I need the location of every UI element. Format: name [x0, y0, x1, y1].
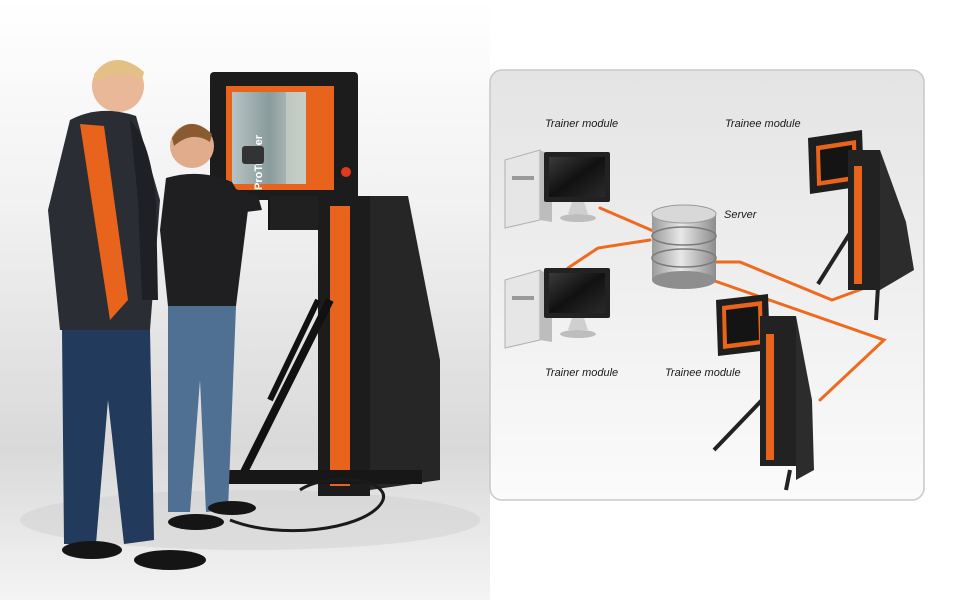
trainee-bottom-screen	[726, 306, 759, 344]
spray-gun-icon	[242, 146, 264, 164]
trainer-bottom-stand-base	[560, 330, 596, 338]
trainer-bottom-drive	[512, 296, 534, 300]
trainer-module-top	[504, 149, 610, 229]
observer-shoe-left	[62, 541, 122, 559]
emergency-button-icon	[341, 167, 351, 177]
trainer-top-drive	[512, 176, 534, 180]
device-back-panel	[370, 196, 440, 490]
label-trainer-module-top: Trainer module	[545, 118, 619, 130]
server-database-icon	[651, 204, 717, 224]
protrainer-device: ProTrainer	[210, 72, 440, 533]
label-server: Server	[724, 209, 757, 221]
trainee-bottom-foot	[784, 469, 792, 491]
observer-shoe-right	[134, 550, 206, 570]
device-cable	[229, 477, 385, 533]
server-ring-2	[651, 248, 717, 268]
trainee-top-screen	[820, 145, 853, 181]
server-ring-1	[651, 226, 717, 246]
link-server-trainer-bottom	[566, 238, 652, 270]
trainer-top-tower-icon	[504, 149, 541, 229]
server-body	[652, 214, 716, 280]
operator-shoe-right	[208, 501, 256, 515]
operator-shirt	[160, 173, 248, 306]
label-trainee-module-top: Trainee module	[725, 118, 801, 130]
trainee-top-column	[848, 150, 880, 290]
observer-jacket-accent	[80, 124, 128, 320]
trainee-bottom-column	[760, 316, 796, 466]
device-screen-side	[286, 92, 306, 184]
observer-jeans	[62, 330, 154, 544]
connection-lines	[566, 206, 887, 402]
trainer-top-screen	[549, 157, 605, 197]
label-trainee-module-bottom: Trainee module	[665, 367, 741, 379]
trainee-bottom-back	[796, 316, 814, 480]
trainee-top-stripe	[854, 166, 862, 284]
network-diagram	[489, 69, 925, 501]
device-column-stripe	[330, 206, 350, 486]
trainee-top-leg	[816, 228, 854, 286]
label-trainer-module-bottom: Trainer module	[545, 367, 619, 379]
server-node	[651, 204, 717, 289]
operator-shoe-left	[168, 514, 224, 530]
link-server-trainee-bottom	[710, 278, 887, 402]
trainee-module-bottom	[712, 294, 814, 491]
trainee-bottom-stripe	[766, 334, 774, 460]
device-leg-left	[236, 298, 334, 482]
trainer-bottom-tower-icon	[504, 269, 541, 349]
observer-hair	[94, 60, 144, 82]
trainee-top-back	[880, 150, 914, 290]
operator-arm	[226, 186, 262, 214]
server-bottom	[652, 271, 716, 289]
trainer-top-stand	[568, 202, 588, 214]
link-server-trainee-top	[708, 260, 872, 302]
trainee-module-top	[808, 130, 914, 321]
device-leg-mid	[267, 298, 321, 402]
trainer-top-stand-base	[560, 214, 596, 222]
device-base	[222, 470, 422, 484]
operator-jeans	[168, 306, 236, 512]
trainer-module-bottom	[504, 268, 610, 349]
operator-hair	[172, 123, 212, 146]
trainee-top-foot	[874, 285, 880, 321]
trainee-bottom-leg	[712, 398, 764, 452]
trainer-bottom-stand	[568, 318, 588, 330]
person-observer	[48, 60, 206, 570]
person-operator	[160, 123, 264, 530]
trainer-bottom-screen	[549, 273, 605, 313]
observer-arm	[130, 120, 158, 300]
